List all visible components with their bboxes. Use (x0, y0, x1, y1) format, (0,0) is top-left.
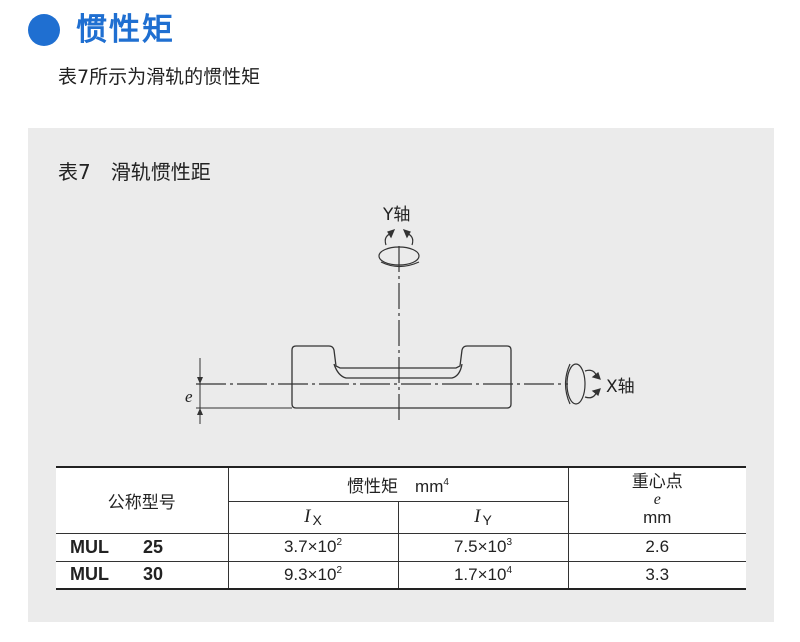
y-axis-label: Y轴 (382, 205, 410, 225)
ix-cell: 3.7×102 (227, 532, 399, 562)
col-header-centroid: 重心点 e mm (567, 466, 746, 534)
e-cell: 2.6 (567, 532, 746, 562)
iy-cell: 1.7×104 (397, 560, 569, 590)
x-rotation-arrow-icon (564, 363, 601, 405)
col-header-model: 公称型号 (56, 466, 229, 534)
ix-cell: 9.3×102 (227, 560, 399, 590)
section-subtitle: 表7所示为滑轨的惯性矩 (58, 66, 261, 88)
section-title: 惯性矩 (76, 12, 175, 48)
figure-panel: 表7 滑轨惯性距 Y轴 e (28, 128, 774, 622)
y-rotation-arrow-icon (378, 229, 420, 268)
table-title: 表7 滑轨惯性距 (58, 160, 211, 184)
iy-cell: 7.5×103 (397, 532, 569, 562)
col-header-moment: 惯性矩 mm4 (227, 466, 569, 502)
e-cell: 3.3 (567, 560, 746, 590)
e-dimension-label: e (185, 387, 193, 406)
rail-cross-section-diagram: Y轴 e X轴 (185, 205, 635, 424)
bullet-dot-icon (28, 14, 60, 46)
x-axis-label: X轴 (606, 377, 635, 397)
rail-outline (291, 345, 512, 409)
